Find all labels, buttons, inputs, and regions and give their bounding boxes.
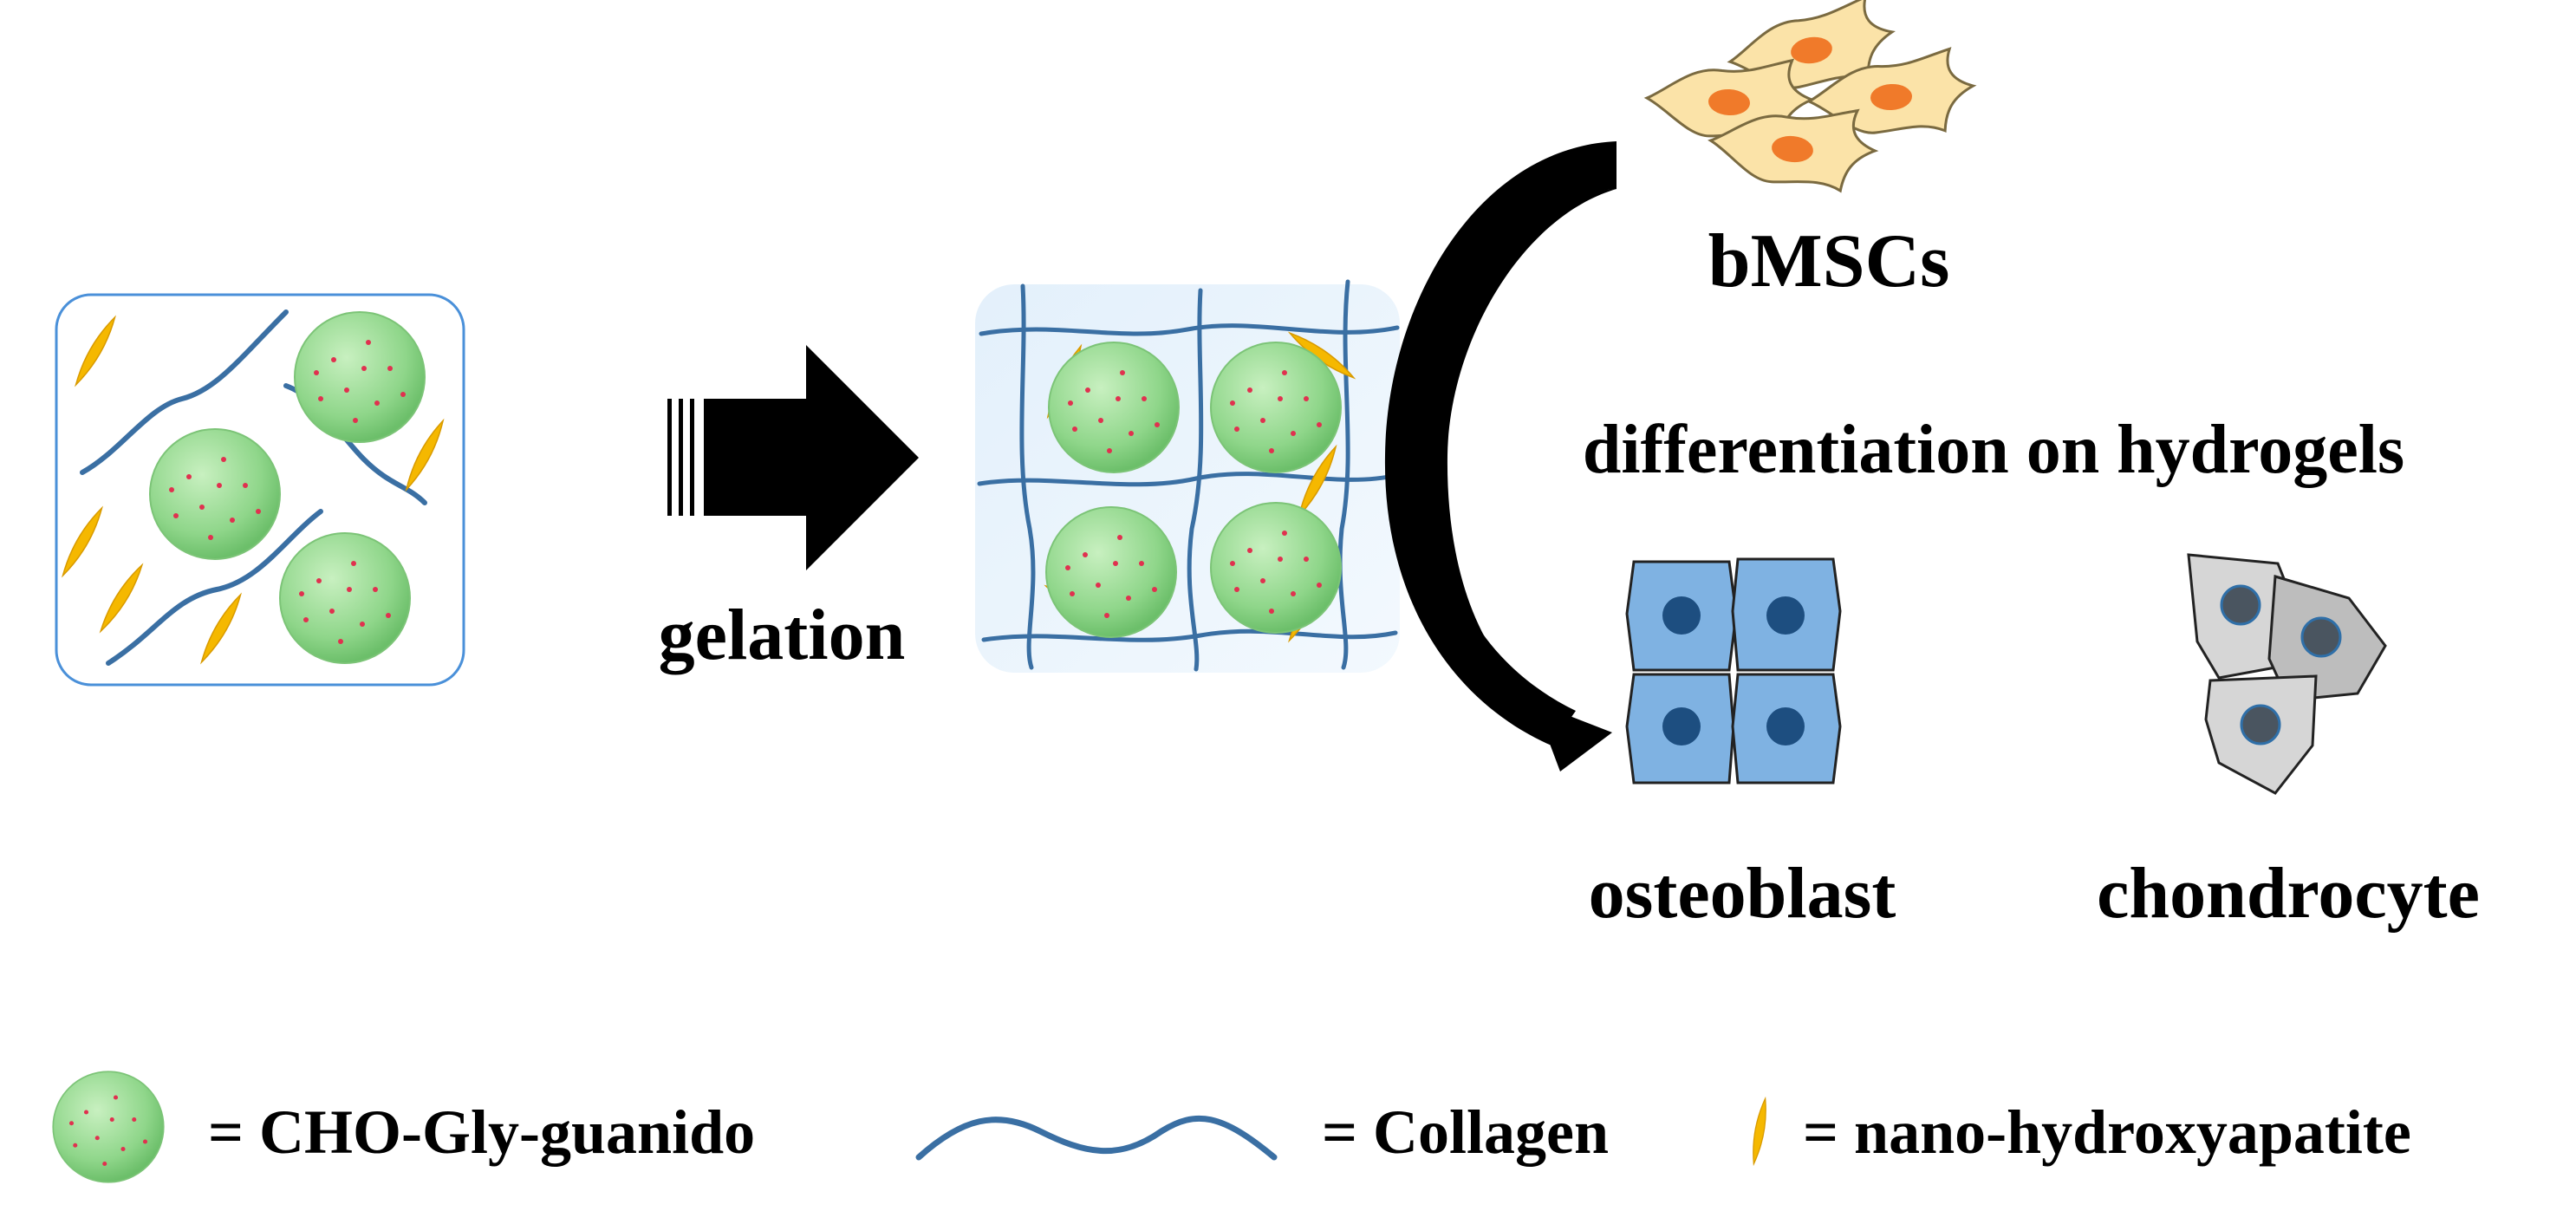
- hydrogel-panel: [975, 279, 1400, 673]
- gelation-arrow: [667, 345, 919, 570]
- legend-nha-label: = nano-hydroxyapatite: [1803, 1097, 2411, 1167]
- differentiation-label: differentiation on hydrogels: [1583, 412, 2404, 488]
- differentiation-arrow: [1384, 141, 1617, 772]
- legend-collagen-label: = Collagen: [1322, 1097, 1609, 1167]
- osteoblast-label: osteoblast: [1589, 853, 1896, 934]
- legend-nha-swatch: [1748, 1097, 1771, 1166]
- legend: = CHO-Gly-guanido = Collagen = nano-hydr…: [52, 1071, 2411, 1183]
- collagen-network: [977, 279, 1400, 672]
- osteoblast-cells: [1625, 557, 1842, 785]
- legend-cho-swatch: [52, 1071, 165, 1183]
- gelation-label: gelation: [659, 595, 906, 675]
- bmscs-label: bMSCs: [1708, 219, 1950, 303]
- chondrocyte-label: chondrocyte: [2097, 853, 2480, 934]
- precursor-panel: [55, 293, 465, 687]
- legend-cho-label: = CHO-Gly-guanido: [208, 1097, 755, 1167]
- legend-collagen-swatch: [915, 1115, 1278, 1161]
- bmsc-cells: [1643, 0, 1977, 196]
- chondrocyte-cells: [2187, 553, 2387, 795]
